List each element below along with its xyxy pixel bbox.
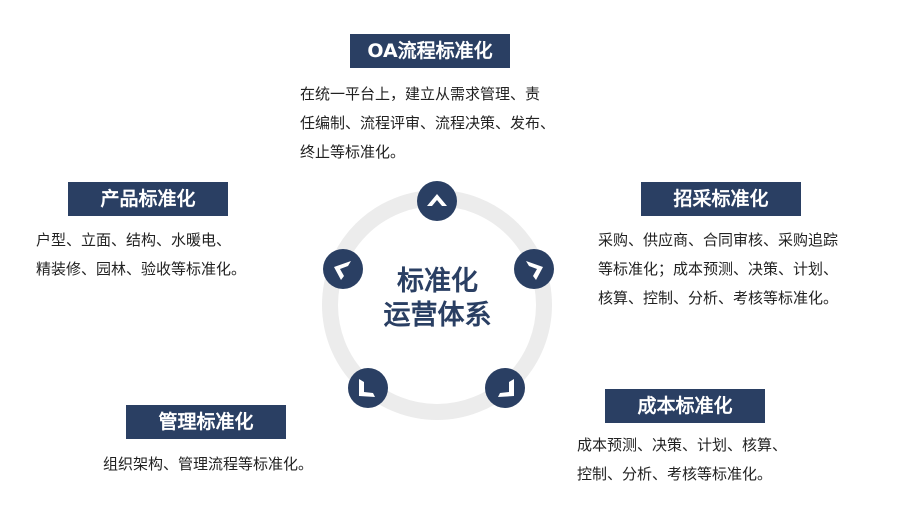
chevron-left-icon — [334, 261, 351, 280]
management-description-line: 组织架构、管理流程等标准化。 — [103, 455, 314, 473]
procurement-description-line: 采购、供应商、合同审核、采购追踪 — [598, 231, 839, 249]
center-label: 标准化 运营体系 — [360, 265, 515, 333]
product-description-line: 精装修、园林、验收等标准化。 — [36, 260, 247, 278]
chevron-down-right-icon — [498, 379, 514, 397]
procurement-description-line: 等标准化；成本预测、决策、计划、 — [598, 260, 839, 278]
procurement-title: 招采标准化 — [641, 182, 801, 216]
oa-description: 在统一平台上，建立从需求管理、责 任编制、流程评审、流程决策、发布、 终止等标准… — [300, 80, 555, 167]
chevron-right-icon — [526, 261, 543, 280]
node-management — [348, 368, 388, 408]
cost-description-line: 控制、分析、考核等标准化。 — [577, 465, 773, 483]
node-oa — [417, 181, 457, 221]
oa-description-line: 任编制、流程评审、流程决策、发布、 — [300, 114, 556, 132]
node-product — [323, 249, 363, 289]
chevron-down-left-icon — [359, 379, 375, 397]
oa-description-line: 终止等标准化。 — [300, 143, 406, 161]
chevron-up-icon — [427, 194, 447, 206]
center-label-line2: 运营体系 — [383, 300, 492, 331]
cost-description-line: 成本预测、决策、计划、核算、 — [577, 436, 788, 454]
oa-title: OA流程标准化 — [350, 34, 510, 68]
product-title: 产品标准化 — [68, 182, 228, 216]
oa-description-line: 在统一平台上，建立从需求管理、责 — [300, 85, 541, 103]
center-label-line1: 标准化 — [397, 266, 478, 297]
cost-title: 成本标准化 — [605, 389, 765, 423]
management-title: 管理标准化 — [126, 405, 286, 439]
node-cost — [485, 368, 525, 408]
procurement-description: 采购、供应商、合同审核、采购追踪 等标准化；成本预测、决策、计划、 核算、控制、… — [598, 226, 838, 313]
cost-description: 成本预测、决策、计划、核算、 控制、分析、考核等标准化。 — [577, 431, 787, 489]
product-description: 户型、立面、结构、水暖电、 精装修、园林、验收等标准化。 — [36, 226, 246, 284]
procurement-description-line: 核算、控制、分析、考核等标准化。 — [598, 289, 839, 307]
product-description-line: 户型、立面、结构、水暖电、 — [36, 231, 232, 249]
management-description: 组织架构、管理流程等标准化。 — [103, 450, 313, 479]
node-procurement — [514, 249, 554, 289]
